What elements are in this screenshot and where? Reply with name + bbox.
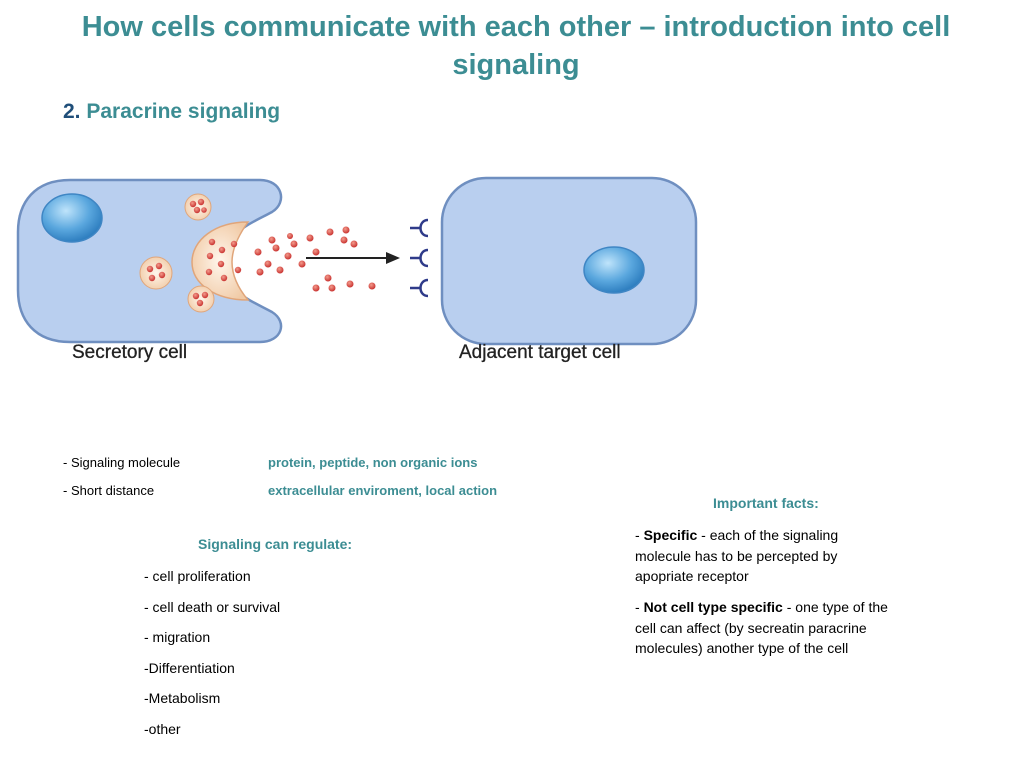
section-number: 2. [63, 100, 81, 123]
list-item: -other [144, 720, 181, 737]
regulate-list: - cell proliferation - cell death or sur… [144, 566, 280, 750]
direction-arrow [306, 252, 400, 264]
fact-item: - Specific - each of the signaling molec… [635, 525, 897, 587]
property-value: extracellular enviroment, local action [268, 483, 498, 498]
vesicle-molecules [146, 198, 242, 307]
property-label: - Signaling molecule [63, 455, 181, 470]
list-item: - cell proliferation [144, 568, 251, 584]
fact-prefix: - [635, 527, 644, 543]
target-cell [440, 176, 698, 346]
receptors [410, 218, 429, 298]
facts-heading: Important facts: [713, 495, 819, 511]
target-nucleus [583, 246, 645, 294]
fact-text: - one type of the cell can affect (by se… [635, 599, 888, 656]
list-item: - migration [144, 629, 211, 646]
slide-title: How cells communicate with each other – … [81, 11, 951, 81]
regulate-heading: Signaling can regulate: [198, 536, 353, 552]
property-value: protein, peptide, non organic ions [268, 455, 478, 470]
list-item: -Metabolism [144, 690, 221, 707]
paracrine-diagram: Secretory cell Adjacent target cell [16, 176, 698, 363]
fact-keyword: Specific [643, 527, 698, 543]
section-heading: 2. Paracrine signaling [63, 100, 280, 124]
property-label: - Short distance [63, 483, 155, 498]
secretory-nucleus [41, 193, 103, 243]
secretory-cell-label: Secretory cell [72, 342, 187, 363]
section-label: Paracrine signaling [86, 100, 281, 123]
list-item: -Differentiation [144, 659, 235, 676]
fact-item: - Not cell type specific - one type of t… [635, 597, 897, 659]
list-item: - cell death or survival [144, 598, 281, 615]
fact-prefix: - [635, 599, 644, 615]
fact-text: - each of the signaling molecule has to … [635, 527, 839, 584]
target-cell-label: Adjacent target cell [459, 342, 621, 363]
released-molecules [254, 226, 376, 292]
fact-keyword: Not cell type specific [643, 599, 783, 615]
